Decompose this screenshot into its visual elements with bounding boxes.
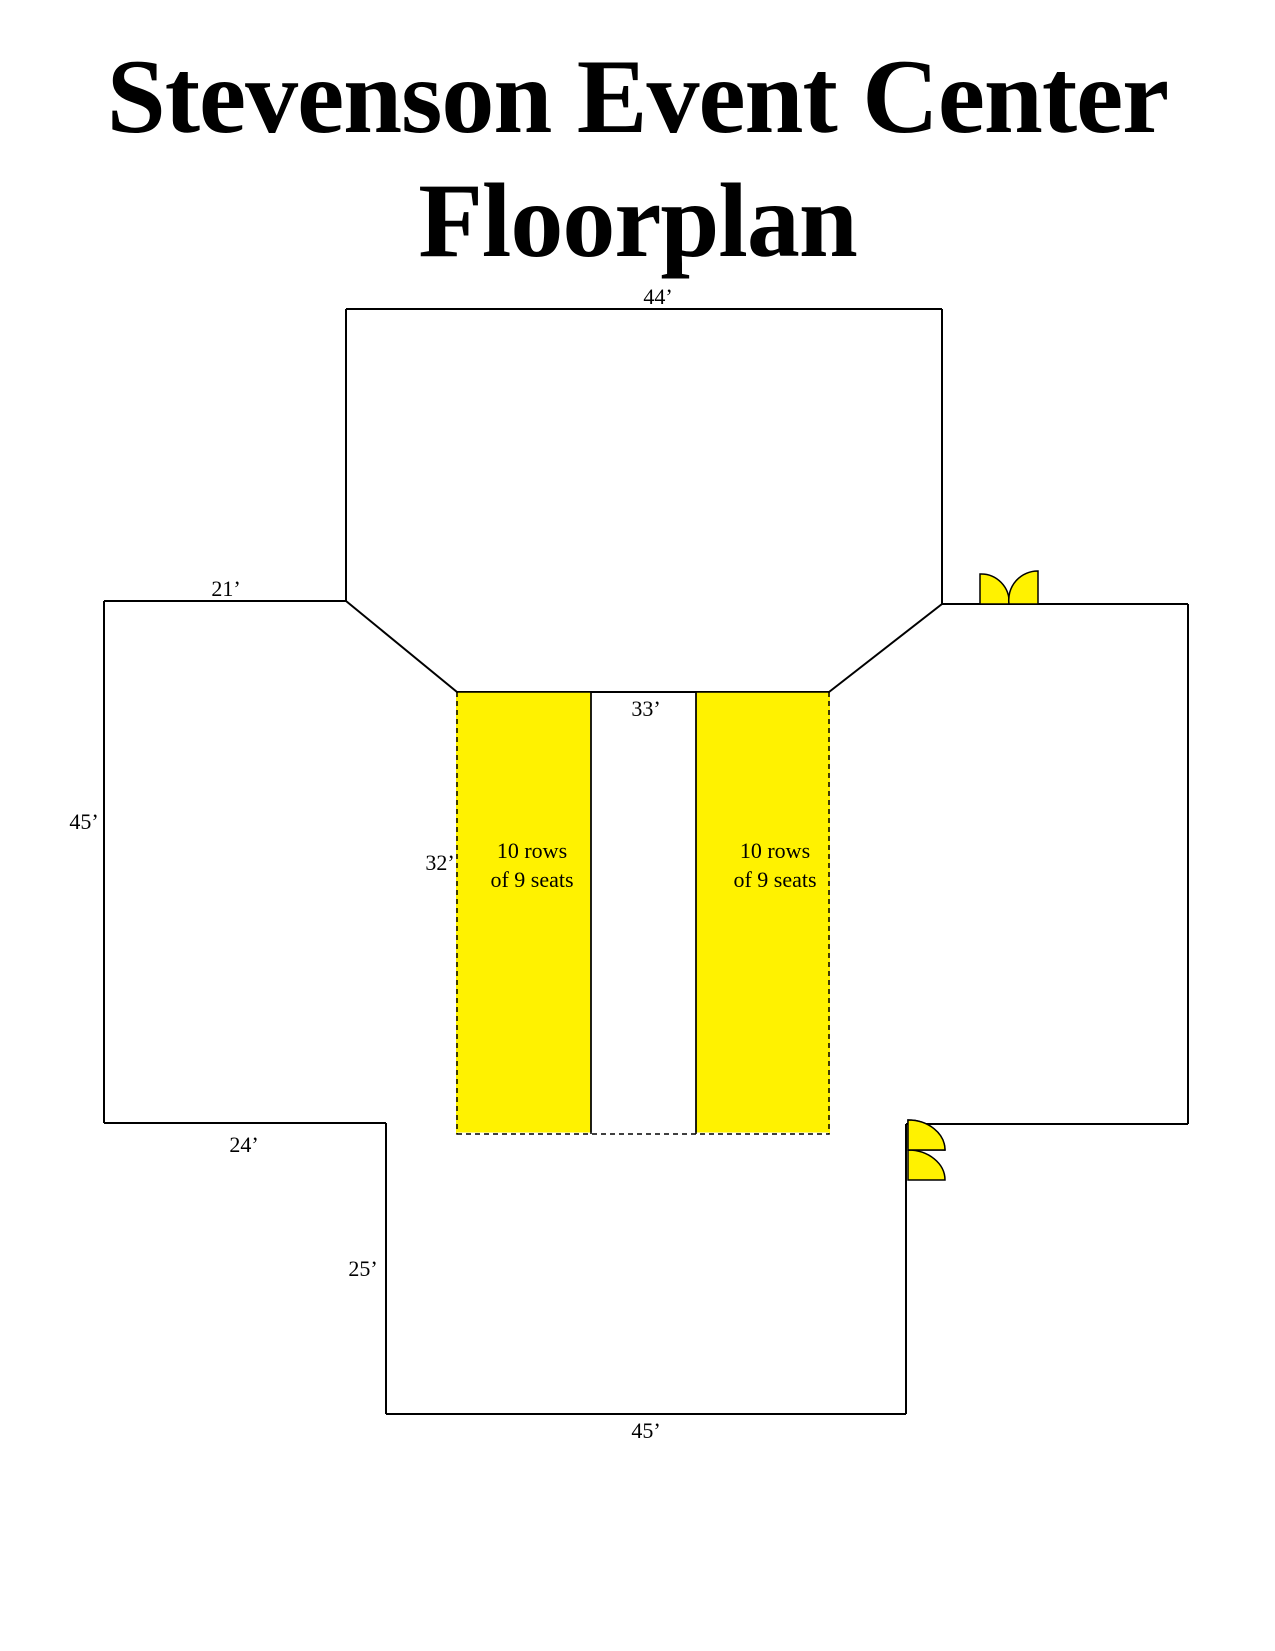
double-door-icon xyxy=(907,1119,946,1181)
wall-diagonal-left xyxy=(345,600,458,693)
dimension-stage-width: 33’ xyxy=(631,696,660,721)
dimension-left-wing-height: 45’ xyxy=(69,809,98,834)
seating-block-right xyxy=(695,691,830,1135)
dimension-top-width: 44’ xyxy=(643,284,672,309)
walls xyxy=(103,308,1189,1415)
seating-left-label-line1: 10 rows xyxy=(497,838,567,863)
dimension-bottom-width: 45’ xyxy=(631,1418,660,1443)
wall-diagonal-right xyxy=(828,603,943,693)
dimension-left-wing-bottom: 24’ xyxy=(229,1132,258,1157)
seating-block-left xyxy=(456,691,592,1135)
dimension-lower-height: 25’ xyxy=(348,1256,377,1281)
seating-right-label-line2: of 9 seats xyxy=(733,867,816,892)
seating-left-label-line2: of 9 seats xyxy=(490,867,573,892)
page-subtitle: Floorplan xyxy=(418,162,858,279)
seating-right-label-line1: 10 rows xyxy=(740,838,810,863)
page-title: Stevenson Event Center xyxy=(106,38,1169,155)
dimension-left-wing-top: 21’ xyxy=(211,576,240,601)
double-door-icon xyxy=(979,570,1039,605)
dimension-seating-depth: 32’ xyxy=(425,850,454,875)
